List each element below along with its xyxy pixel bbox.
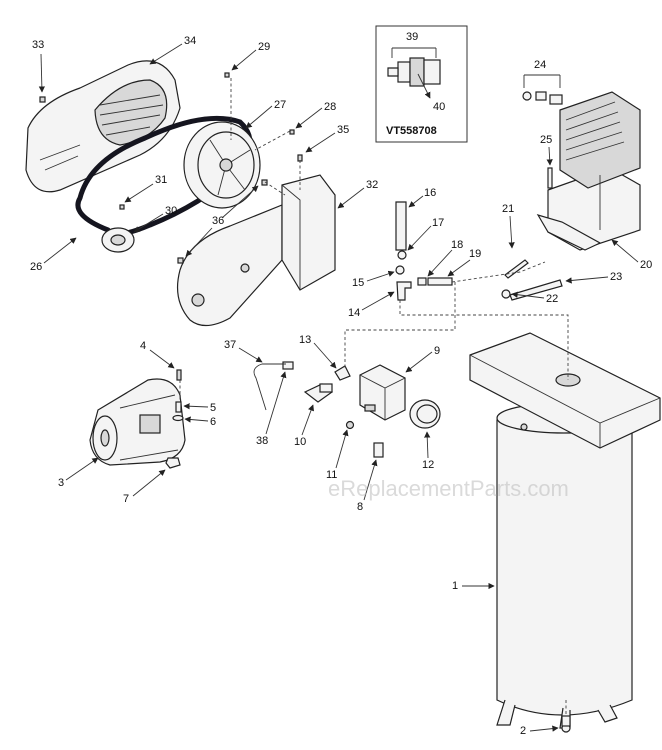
callout-13: 13	[299, 334, 311, 346]
callout-8: 8	[357, 501, 363, 513]
callout-1: 1	[452, 580, 458, 592]
callout-37: 37	[224, 339, 236, 351]
callout-4: 4	[140, 340, 146, 352]
callout-19: 19	[469, 248, 481, 260]
callout-40: 40	[433, 101, 445, 113]
air-tank-drawing	[469, 332, 661, 733]
kit-box: 39 40 VT558708	[375, 25, 468, 143]
callout-30: 30	[165, 205, 177, 217]
pulley-drawing	[101, 227, 135, 253]
callout-6: 6	[210, 416, 216, 428]
motor-drawing	[89, 378, 186, 466]
connector-lines	[179, 78, 569, 716]
callout-26: 26	[30, 261, 42, 273]
callout-34: 34	[184, 35, 196, 47]
callout-22: 22	[546, 293, 558, 305]
callout-38: 38	[256, 435, 268, 447]
callout-12: 12	[422, 459, 434, 471]
callout-29: 29	[258, 41, 270, 53]
callout-24: 24	[534, 59, 546, 71]
callout-21: 21	[502, 203, 514, 215]
callout-15: 15	[352, 277, 364, 289]
callout-33: 33	[32, 39, 44, 51]
callout-32: 32	[366, 179, 378, 191]
callout-17: 17	[432, 217, 444, 229]
callout-23: 23	[610, 271, 622, 283]
callout-25: 25	[540, 134, 552, 146]
flywheel-drawing	[183, 121, 261, 209]
check-valve-drawing	[387, 57, 441, 87]
callout-28: 28	[324, 101, 336, 113]
callout-9: 9	[434, 345, 440, 357]
callout-35: 35	[337, 124, 349, 136]
kit-number: VT558708	[386, 125, 437, 137]
callout-2: 2	[520, 725, 526, 737]
callout-18: 18	[451, 239, 463, 251]
callout-27: 27	[274, 99, 286, 111]
callout-14: 14	[348, 307, 360, 319]
small-fittings-drawing	[39, 72, 571, 727]
callout-39: 39	[406, 31, 418, 43]
callout-31: 31	[155, 174, 167, 186]
callout-3: 3	[58, 477, 64, 489]
callout-10: 10	[294, 436, 306, 448]
callout-20: 20	[640, 259, 652, 271]
pressure-gauge-drawing	[409, 399, 441, 429]
callout-11: 11	[326, 469, 337, 481]
pressure-switch-drawing	[359, 364, 406, 421]
belt-guard-back-drawing	[177, 174, 336, 327]
callout-36: 36	[212, 215, 224, 227]
callout-16: 16	[424, 187, 436, 199]
pump-drawing	[536, 91, 641, 251]
callout-5: 5	[210, 402, 216, 414]
callouts: 1 2 3 4 5 6 7 8 9 10 11 12 13	[30, 35, 652, 737]
callout-7: 7	[123, 493, 129, 505]
belt-guard-front-drawing	[25, 60, 181, 193]
watermark: eReplacementParts.com	[328, 476, 569, 501]
